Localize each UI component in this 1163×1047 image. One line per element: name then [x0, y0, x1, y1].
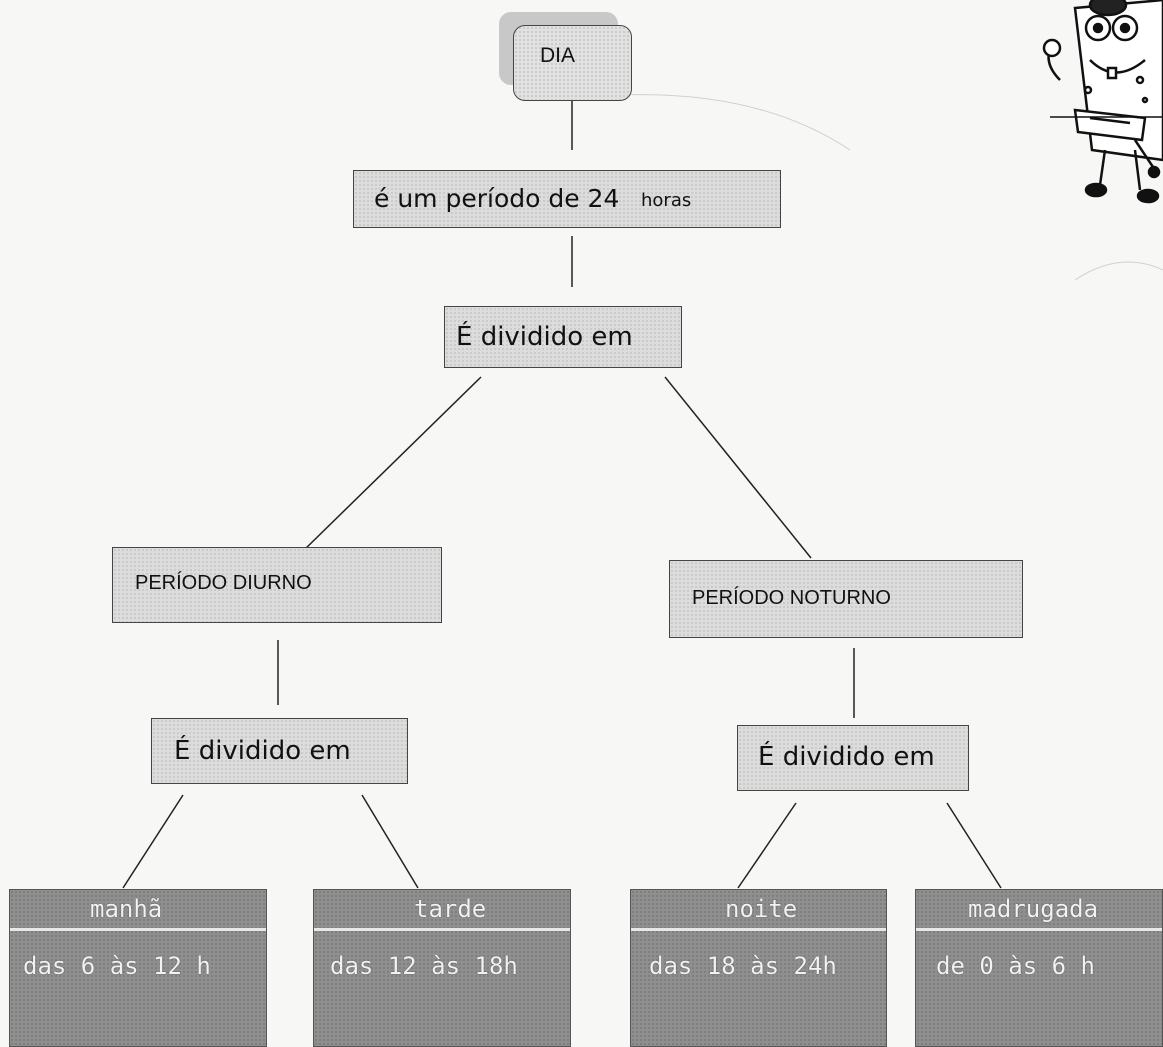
- leaf-range: das 18 às 24h: [649, 952, 837, 980]
- faint-swirl-2: [1074, 261, 1163, 281]
- split-top-label: É dividido em: [456, 322, 633, 352]
- cartoon-sponge-character-icon: [1042, 0, 1163, 204]
- leaf-separator: [314, 928, 570, 931]
- leaf-title: noite: [725, 895, 798, 923]
- leaf-range: das 12 às 18h: [330, 952, 518, 980]
- split-top-node: É dividido em: [444, 306, 682, 368]
- definition-text-small: horas: [641, 190, 692, 211]
- leaf-title: manhã: [90, 895, 163, 923]
- definition-text-main: é um período de 24: [374, 184, 620, 213]
- leaf-madrugada: madrugada de 0 às 6 h: [915, 889, 1163, 1047]
- faint-swirl: [619, 94, 851, 151]
- period-night-node: PERÍODO NOTURNO: [669, 560, 1023, 638]
- day-split-node: É dividido em: [151, 718, 408, 784]
- connector-split-night: [664, 376, 812, 559]
- night-split-label: É dividido em: [758, 742, 935, 772]
- leaf-separator: [10, 928, 266, 931]
- period-day-node: PERÍODO DIURNO: [112, 547, 442, 623]
- leaf-range: de 0 às 6 h: [936, 952, 1095, 980]
- leaf-title: tarde: [414, 895, 487, 923]
- leaf-range: das 6 às 12 h: [23, 952, 211, 980]
- leaf-title: madrugada: [968, 895, 1099, 923]
- connector-nightsplit-noite: [737, 802, 797, 889]
- connector-daysplit-tarde: [361, 794, 419, 889]
- day-split-label: É dividido em: [174, 736, 351, 766]
- period-day-label: PERÍODO DIURNO: [135, 572, 312, 594]
- dia-label: DIA: [540, 44, 576, 67]
- leaf-separator: [631, 928, 886, 931]
- leaf-noite: noite das 18 às 24h: [630, 889, 887, 1047]
- connector-nightsplit-madrugada: [946, 802, 1002, 889]
- definition-node: é um período de 24 horas: [353, 170, 781, 228]
- connector-split-day: [301, 376, 482, 553]
- leaf-manha: manhã das 6 às 12 h: [9, 889, 267, 1047]
- night-split-node: É dividido em: [737, 725, 969, 791]
- period-night-label: PERÍODO NOTURNO: [692, 587, 891, 609]
- leaf-tarde: tarde das 12 às 18h: [313, 889, 571, 1047]
- connector-daysplit-manha: [122, 794, 184, 889]
- leaf-separator: [916, 928, 1162, 931]
- dia-node: DIA: [513, 25, 632, 101]
